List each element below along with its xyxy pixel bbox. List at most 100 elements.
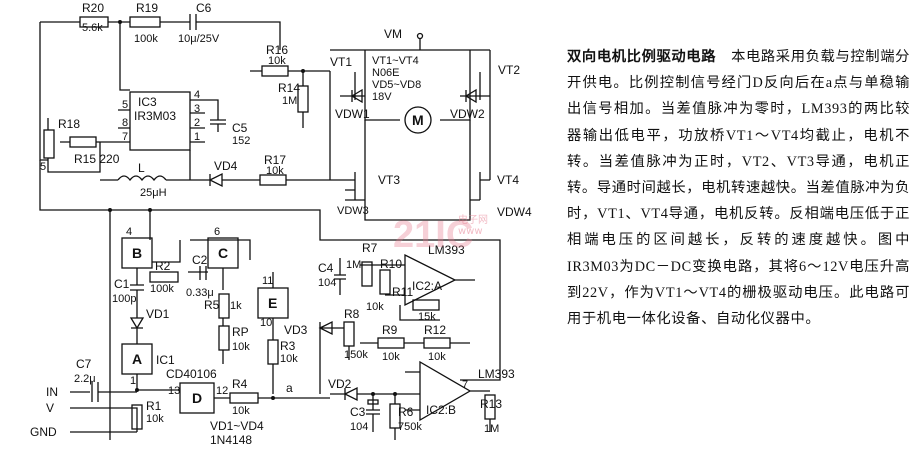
label-c4: C4 [318,261,334,275]
pin-5: 5 [122,99,128,111]
pin-4: 4 [194,89,200,101]
label-r14-value: 1M [282,95,297,107]
label-r16: R16 [266,43,288,57]
label-r6: R6 [398,405,414,419]
pin-1: 1 [194,131,200,143]
label-c3-value: 104 [350,421,368,433]
label-r8: R8 [344,307,360,321]
label-r8-value: 150k [344,349,368,361]
label-r11: R11 [392,285,413,299]
label-vt1: VT1 [330,55,352,69]
pin-13: 13 [168,385,180,397]
label-n06e: N06E [372,67,400,79]
label-c3: C3 [350,405,366,419]
label-r14: R14 [278,81,300,95]
label-r7-value: 1M [346,259,361,271]
label-r10: R10 [380,257,402,271]
label-vd2: VD2 [328,377,352,391]
watermark-logo: 21IC [393,214,474,256]
label-r5: R5 [204,298,220,312]
label-node-a: a [286,381,293,395]
label-vdw3: VDW3 [337,205,369,217]
pin-6: 6 [214,226,220,238]
label-cd40106: CD40106 [166,367,217,381]
label-r7: R7 [362,241,378,255]
block-c-label: C [218,245,228,261]
label-vd1: VD1 [146,307,170,321]
label-r9: R9 [382,323,398,337]
label-r11-value: 10k [366,301,384,313]
label-r15: R15 220 [74,152,120,166]
label-c4-value: 104 [318,277,336,289]
label-r17-value: 10k [266,165,284,177]
label-c5: C5 [232,121,248,135]
label-r1: R1 [146,399,162,413]
label-c7-value: 2.2μ [74,373,96,385]
label-r13: R13 [480,397,502,411]
label-ic3: IC3 [138,95,157,109]
label-in: IN [46,385,58,399]
label-r6-value: 750k [398,421,422,433]
pin-5b: 5 [40,161,46,173]
label-l-value: 25μH [140,187,167,199]
label-vm: VM [384,27,402,41]
label-r16-value: 10k [268,55,286,67]
circuit-schematic: R20 5.6k R19 100k C6 10μ/25V R16 10k R14… [30,1,532,447]
label-1n4148: 1N4148 [210,433,252,447]
label-vd4: VD4 [214,159,238,173]
label-r17: R17 [264,153,286,167]
label-ir3m03: IR3M03 [134,109,176,123]
block-d-label: D [192,390,202,406]
label-vdw1: VDW1 [335,107,370,121]
label-18v: 18V [372,91,392,103]
pin-12: 12 [216,385,228,397]
label-ic1: IC1 [156,353,175,367]
label-c6-value: 10μ/25V [178,33,220,45]
label-r13-value: 1M [484,423,499,435]
description-title: 双向电机比例驱动电路 [567,49,717,65]
pin-2: 2 [194,117,200,129]
label-lm393-a: LM393 [428,243,465,257]
label-vdw2: VDW2 [450,107,485,121]
label-c1: C1 [114,277,130,291]
block-b-label: B [132,245,142,261]
pin-8: 8 [122,117,128,129]
label-r20: R20 [82,1,104,15]
label-vplus: V [46,401,54,415]
label-c5-value: 152 [232,135,250,147]
label-ic2a: IC2:A [412,279,442,293]
label-r18: R18 [58,117,80,131]
label-vd3: VD3 [284,323,308,337]
pin-10: 10 [260,317,272,329]
label-c1-value: 100p [112,293,136,305]
label-r4: R4 [232,377,248,391]
label-r2: R2 [155,259,171,273]
block-e-label: E [268,295,277,311]
label-lm393-b: LM393 [478,367,515,381]
label-rp-value: 10k [232,341,250,353]
label-l: L [138,161,145,175]
label-r1-value: 10k [146,413,164,425]
label-r3: R3 [280,339,296,353]
label-gnd: GND [30,425,57,439]
label-r12-value: 10k [428,351,446,363]
label-r2-value: 100k [150,283,174,295]
label-r5-value: 1k [230,300,242,312]
label-r20-value: 5.6k [82,22,103,34]
label-r12: R12 [424,323,446,337]
label-vt2: VT2 [498,63,520,77]
label-motor: M [412,112,424,128]
label-c2: C2 [192,253,208,267]
block-a-label: A [132,351,142,367]
description-body: 本电路采用负载与控制端分开供电。比例控制信号经门D反向后在a点与单稳输出信号相加… [567,49,911,328]
label-15k: 15k [418,311,436,323]
pin-4b: 4 [126,226,132,238]
label-ic2b: IC2:B [426,403,456,417]
label-vt-range: VT1~VT4 [372,55,419,67]
label-vdw4: VDW4 [497,205,532,219]
label-r19-value: 100k [134,33,158,45]
label-r4-value: 10k [232,405,250,417]
label-diode-range: VD1~VD4 [210,419,264,433]
label-vt3: VT3 [378,173,400,187]
